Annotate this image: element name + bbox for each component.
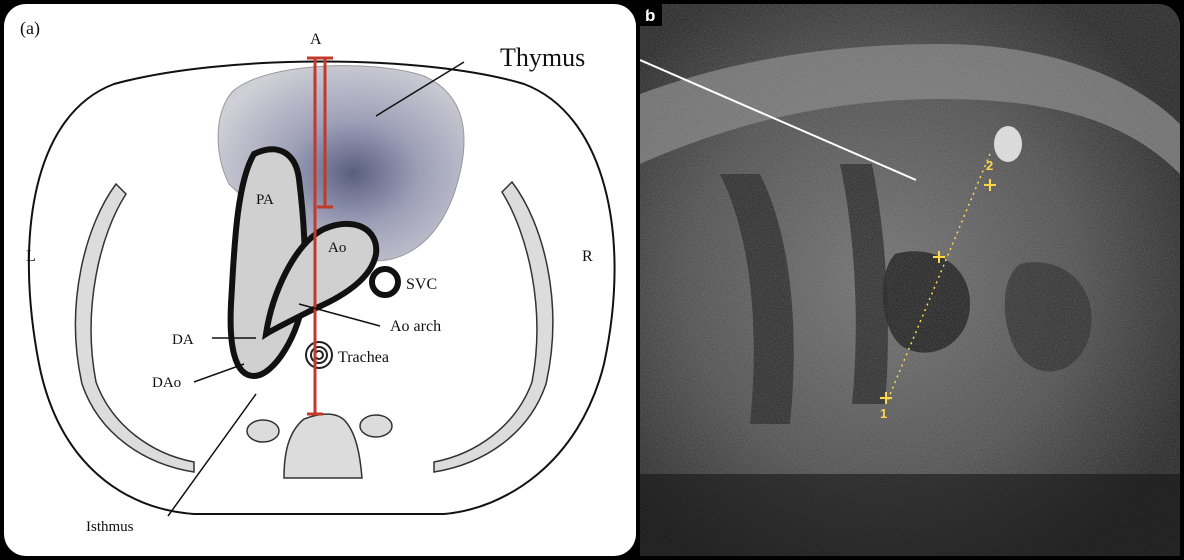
schematic-svg: (a) A Thymus PA Ao SVC Ao arch Trachea D… [4, 4, 636, 556]
trachea-ring-outer [306, 342, 332, 368]
panel-b-label: b [645, 6, 655, 25]
ao-label: Ao [328, 240, 346, 256]
bright-echo-spot [994, 126, 1022, 162]
left-rib [76, 184, 195, 472]
anterior-label: A [310, 31, 322, 48]
svc-label: SVC [406, 276, 437, 293]
ultrasound-svg: 2 1 b [640, 4, 1180, 556]
panel-b-ultrasound: 2 1 b [640, 4, 1180, 556]
right-rib-head [360, 415, 392, 437]
right-rib [434, 182, 553, 472]
pa-label: PA [256, 192, 274, 208]
caliper-label-1: 1 [880, 406, 887, 421]
dao-label: DAo [152, 375, 181, 391]
thymus-label: Thymus [500, 43, 585, 72]
panel-a-schematic: (a) A Thymus PA Ao SVC Ao arch Trachea D… [4, 4, 636, 556]
left-side-label: L [26, 248, 36, 265]
speckle-texture [640, 4, 1180, 556]
trachea-ring-inner [311, 347, 327, 363]
ao-arch-label: Ao arch [390, 318, 441, 335]
right-side-label: R [582, 248, 593, 265]
left-rib-head [247, 420, 279, 442]
vertebra [284, 414, 362, 478]
panel-a-label: (a) [20, 18, 40, 39]
deep-shadow [640, 474, 1180, 556]
svc-vessel [372, 269, 398, 295]
trachea-label: Trachea [338, 349, 389, 366]
da-label: DA [172, 332, 194, 348]
caliper-label-2: 2 [986, 158, 993, 173]
isthmus-label: Isthmus [86, 519, 134, 535]
